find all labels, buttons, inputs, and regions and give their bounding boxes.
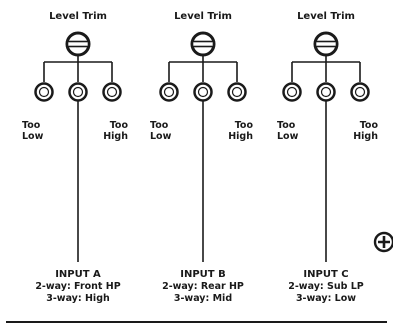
channel-a: Level Trim Too Low Too High INPUT A 2-wa… [22,11,128,304]
too-high-label: Too [360,120,379,131]
level-trim-knob[interactable] [190,31,216,57]
trim-connector-lines [168,55,238,82]
level-trim-knob[interactable] [65,31,91,57]
indicator-led-too-low [34,82,54,102]
indicator-led-mid [316,82,336,102]
channel-b: Level Trim Too Low Too High INPUT B 2-wa… [150,11,253,304]
indicator-led-too-high [350,82,370,102]
too-high-label-2: High [228,131,253,142]
indicator-led-too-high [227,82,247,102]
too-low-label: Too [22,120,41,131]
too-low-label-2: Low [150,131,172,142]
too-high-label: Too [110,120,129,131]
too-low-label-2: Low [277,131,299,142]
level-trim-knob[interactable] [313,31,339,57]
channel-c: Level Trim Too Low Too High INPUT C 2-wa… [277,11,378,304]
too-high-label-2: High [103,131,128,142]
indicator-led-mid [68,82,88,102]
two-way-label: 2-way: Rear HP [162,281,244,292]
input-title: INPUT C [303,269,348,280]
level-trim-label: Level Trim [174,11,232,22]
trim-connector-lines [291,55,361,82]
input-title: INPUT B [180,269,225,280]
indicator-led-mid [193,82,213,102]
three-way-label: 3-way: Mid [174,293,232,304]
indicator-led-too-low [282,82,302,102]
two-way-label: 2-way: Front HP [35,281,120,292]
registration-mark-icon [373,231,393,253]
indicator-led-too-high [102,82,122,102]
two-way-label: 2-way: Sub LP [288,281,364,292]
too-high-label-2: High [353,131,378,142]
three-way-label: 3-way: Low [296,293,356,304]
too-low-label: Too [150,120,169,131]
level-trim-label: Level Trim [297,11,355,22]
too-high-label: Too [235,120,254,131]
too-low-label: Too [277,120,296,131]
too-low-label-2: Low [22,131,44,142]
level-trim-label: Level Trim [49,11,107,22]
three-way-label: 3-way: High [46,293,110,304]
indicator-led-too-low [159,82,179,102]
trim-connector-lines [43,55,113,82]
input-title: INPUT A [55,269,101,280]
